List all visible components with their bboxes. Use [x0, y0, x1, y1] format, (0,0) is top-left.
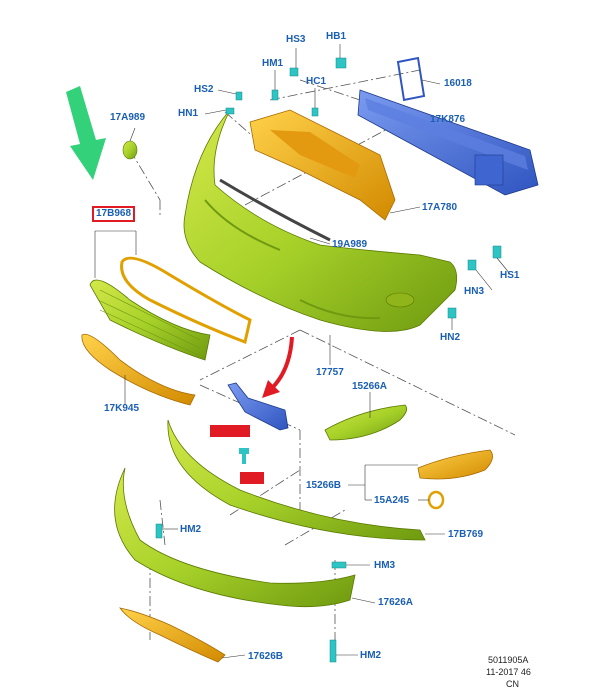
trim-strip	[219, 178, 331, 242]
label-17k876: 17K876	[430, 114, 466, 125]
label-15a245: 15A245	[374, 495, 410, 506]
clip-hm2b-icon	[329, 639, 337, 663]
green-arrow-icon	[66, 86, 106, 180]
label-17626b: 17626B	[248, 651, 284, 662]
clip-hm1-icon	[271, 89, 279, 101]
red-arrow-icon	[262, 336, 294, 398]
label-hs2: HS2	[194, 84, 214, 95]
screw-icon	[239, 448, 249, 464]
lower-valance	[114, 467, 356, 608]
footer-region: CN	[506, 679, 519, 689]
grille-surround	[120, 256, 252, 345]
lower-spoiler	[167, 419, 426, 541]
label-15266b: 15266B	[306, 480, 342, 491]
energy-absorber	[249, 109, 396, 221]
lower-trim	[81, 333, 196, 406]
label-17k945: 17K945	[104, 403, 140, 414]
label-17a989: 17A989	[110, 112, 146, 123]
clips	[155, 57, 502, 663]
redacted-label-screw	[240, 472, 264, 484]
clip-hn2-icon	[447, 307, 457, 319]
fog-bezel-a	[324, 404, 408, 441]
label-hm1: HM1	[262, 58, 284, 69]
clip-hn3-icon	[467, 259, 477, 271]
skid-strip	[119, 607, 226, 663]
clip-hb1-icon	[335, 57, 347, 69]
label-hm2-lower: HM2	[360, 650, 382, 661]
clip-hs2-icon	[235, 91, 243, 101]
footer-ref: 5011905A	[488, 655, 529, 665]
label-17757: 17757	[316, 367, 344, 378]
redacted-label-bracket	[210, 425, 250, 437]
clip-hs3-icon	[289, 67, 299, 77]
clip-hn1-icon	[225, 107, 235, 115]
label-15266a: 15266A	[352, 381, 388, 392]
label-16018: 16018	[444, 78, 472, 89]
label-hs1: HS1	[500, 270, 520, 281]
bracket	[227, 382, 289, 431]
label-17b769: 17B769	[448, 529, 484, 540]
reinforcement-beam	[357, 56, 539, 196]
label-hn1: HN1	[178, 108, 199, 119]
label-17626a: 17626A	[378, 597, 414, 608]
footer-date: 11-2017 46	[486, 667, 531, 677]
label-hn3: HN3	[464, 286, 485, 297]
callout-lines	[94, 44, 511, 659]
label-19a989: 19A989	[332, 239, 368, 250]
label-hb1: HB1	[326, 31, 347, 42]
label-hm2-upper: HM2	[180, 524, 202, 535]
clip-hc1-icon	[311, 107, 319, 117]
bumper-cover	[183, 109, 458, 332]
clip-hs1-icon	[492, 245, 502, 259]
fog-ring-icon	[427, 490, 445, 510]
fog-bezel-b	[417, 449, 493, 480]
label-17a780: 17A780	[422, 202, 458, 213]
label-hn2: HN2	[440, 332, 461, 343]
label-hm3: HM3	[374, 560, 396, 571]
clip-hm2-icon	[155, 523, 163, 539]
tow-cap	[122, 140, 138, 160]
label-hs3: HS3	[286, 34, 306, 45]
clip-hm3-icon	[331, 561, 347, 569]
grille	[89, 279, 211, 361]
label-hc1: HC1	[306, 76, 327, 87]
label-17b968: 17B968	[92, 206, 136, 222]
